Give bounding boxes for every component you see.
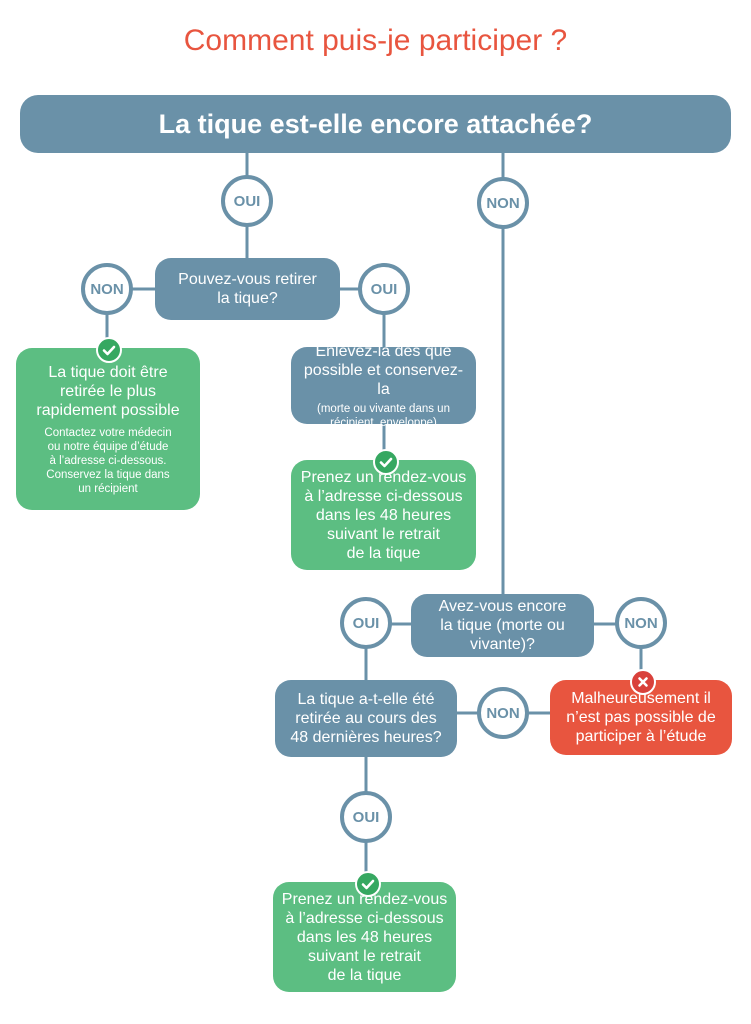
answer-no-circle: NON [477, 687, 529, 739]
result-appointment-box: Prenez un rendez-vous à l’adresse ci-des… [273, 882, 456, 992]
action-remove-keep-title: Enlevez-la dès que possible et conservez… [303, 342, 464, 398]
question-can-remove-box: Pouvez-vous retirer la tique? [155, 258, 340, 320]
action-remove-keep-box: Enlevez-la dès que possible et conservez… [291, 343, 476, 429]
action-remove-keep-details: (morte ou vivante dans un récipient, env… [317, 402, 450, 429]
question-still-have-text: Avez-vous encore la tique (morte ou viva… [438, 598, 567, 653]
result-remove-asap-title: La tique doit être retirée le plus rapid… [36, 363, 180, 419]
answer-yes-circle: OUI [340, 791, 392, 843]
result-appointment-text: Prenez un rendez-vous à l’adresse ci-des… [281, 890, 448, 984]
page-title: Comment puis-je participer ? [183, 24, 568, 57]
check-circle-icon [96, 337, 122, 363]
answer-yes-circle: OUI [221, 175, 273, 227]
result-not-possible-box: Malheureusement il n’est pas possible de… [550, 680, 732, 755]
result-appointment-box: Prenez un rendez-vous à l’adresse ci-des… [291, 460, 476, 570]
answer-no-circle: NON [477, 177, 529, 229]
result-remove-asap-details: Contactez votre médecin ou notre équipe … [44, 426, 172, 495]
question-can-remove-text: Pouvez-vous retirer la tique? [178, 271, 317, 307]
x-circle-icon [630, 669, 656, 695]
answer-no-circle: NON [81, 263, 133, 315]
check-circle-icon [373, 449, 399, 475]
answer-no-circle: NON [615, 597, 667, 649]
question-removed-48h-text: La tique a-t-elle été retirée au cours d… [290, 691, 442, 746]
main-question-box: La tique est-elle encore attachée? [20, 95, 731, 153]
answer-yes-circle: OUI [340, 597, 392, 649]
result-remove-asap-box: La tique doit être retirée le plus rapid… [16, 348, 200, 510]
answer-yes-circle: OUI [358, 263, 410, 315]
question-still-have-box: Avez-vous encore la tique (morte ou viva… [411, 594, 594, 657]
main-question-text: La tique est-elle encore attachée? [158, 109, 593, 139]
result-appointment-text: Prenez un rendez-vous à l’adresse ci-des… [300, 468, 467, 562]
result-not-possible-text: Malheureusement il n’est pas possible de… [566, 690, 716, 745]
check-circle-icon [355, 871, 381, 897]
question-removed-48h-box: La tique a-t-elle été retirée au cours d… [275, 680, 457, 757]
